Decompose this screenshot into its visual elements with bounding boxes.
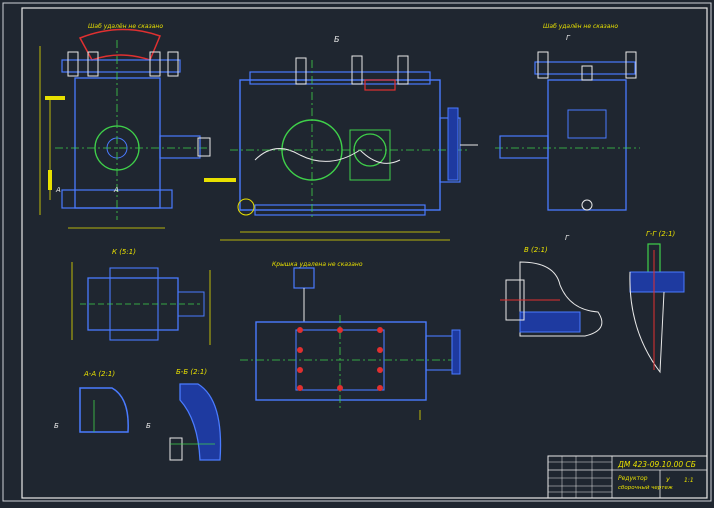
view-v-hatch [519, 311, 581, 333]
section-aa-mark-left: Б [54, 422, 59, 430]
cover-bearing-cap [451, 329, 461, 375]
right-housing [547, 79, 627, 211]
dim-arrow-block [45, 96, 65, 100]
view-gg-title: Г-Г (2:1) [646, 230, 676, 238]
callout-leader [204, 178, 236, 182]
right-inner-box [567, 109, 607, 139]
view-k-title: К (5:1) [112, 248, 136, 256]
view-k-boss [177, 291, 205, 317]
view-gg-flange [629, 271, 685, 293]
front-top-flange [249, 71, 431, 85]
vent-plug [364, 79, 396, 91]
section-mark-a2: А [113, 186, 119, 194]
section-aa-mark-right: Б [146, 422, 151, 430]
break-line [254, 148, 401, 164]
front-view: Б [204, 35, 478, 241]
detail-callout-circle [237, 198, 255, 216]
right-view-mark-top: Г [566, 34, 571, 42]
shaft-end [197, 137, 211, 157]
outer-frame [2, 2, 712, 502]
right-side-view: Шаб удалён не сказано Г Г [495, 23, 640, 242]
section-aa-profile [79, 387, 129, 433]
right-top-flange [534, 61, 636, 75]
lit-letter: У [666, 477, 670, 484]
title-block: ДМ 423-09.10.00 СБ Редуктор сборочный че… [547, 455, 708, 499]
front-view-section-mark: Б [334, 35, 340, 44]
drain-plug [581, 199, 593, 211]
eye-bolt-cover [78, 28, 161, 61]
drawing-type: сборочный чертеж [618, 485, 673, 491]
pinion-block [349, 129, 391, 181]
doc-number: ДМ 423-09.10.00 СБ [617, 460, 696, 469]
view-k: К (5:1) [71, 248, 211, 345]
title-block-grid [548, 456, 612, 498]
cover-view-title: Крышка удалена не сказано [272, 261, 363, 268]
right-bolts [537, 51, 637, 81]
assembly-name: Редуктор [618, 475, 648, 482]
view-v-outline [519, 261, 603, 337]
right-view-mark-bottom: Г [565, 234, 570, 242]
dim-arrow-block-2 [48, 170, 52, 190]
breather [293, 267, 315, 289]
section-aa-title: А-А (2:1) [83, 370, 115, 378]
section-aa: А-А (2:1) Б Б [54, 370, 151, 433]
cover-bolt-holes [297, 327, 383, 391]
front-housing [239, 79, 441, 211]
right-view-title: Шаб удалён не сказано [543, 23, 618, 30]
cover-view: Крышка удалена не сказано [240, 261, 461, 420]
left-side-view: Шаб удалён не сказано А А [39, 23, 211, 229]
section-bb-profile [179, 383, 222, 461]
view-v: В (2:1) [500, 246, 603, 337]
front-bolts [295, 55, 409, 85]
view-v-title: В (2:1) [524, 246, 548, 254]
right-shaft [499, 135, 549, 159]
scale-value: 1:1 [684, 477, 694, 484]
view-gg: Г-Г (2:1) [629, 230, 685, 374]
title-block-frame [547, 455, 708, 499]
bearing-cover [447, 107, 459, 181]
left-view-title: Шаб удалён не сказано [88, 23, 163, 30]
front-base [254, 204, 426, 216]
top-flange [61, 59, 181, 73]
section-bb-bolt [169, 437, 183, 461]
section-bb: Б-Б (2:1) [169, 368, 222, 461]
section-mark-a1: А [55, 186, 61, 194]
shaft-stub [159, 135, 201, 159]
cover-right-boss [425, 335, 453, 371]
bolt-group-left [67, 51, 179, 77]
view-gg-outline [629, 271, 665, 374]
inner-frame [21, 7, 708, 499]
section-bb-title: Б-Б (2:1) [176, 368, 207, 376]
